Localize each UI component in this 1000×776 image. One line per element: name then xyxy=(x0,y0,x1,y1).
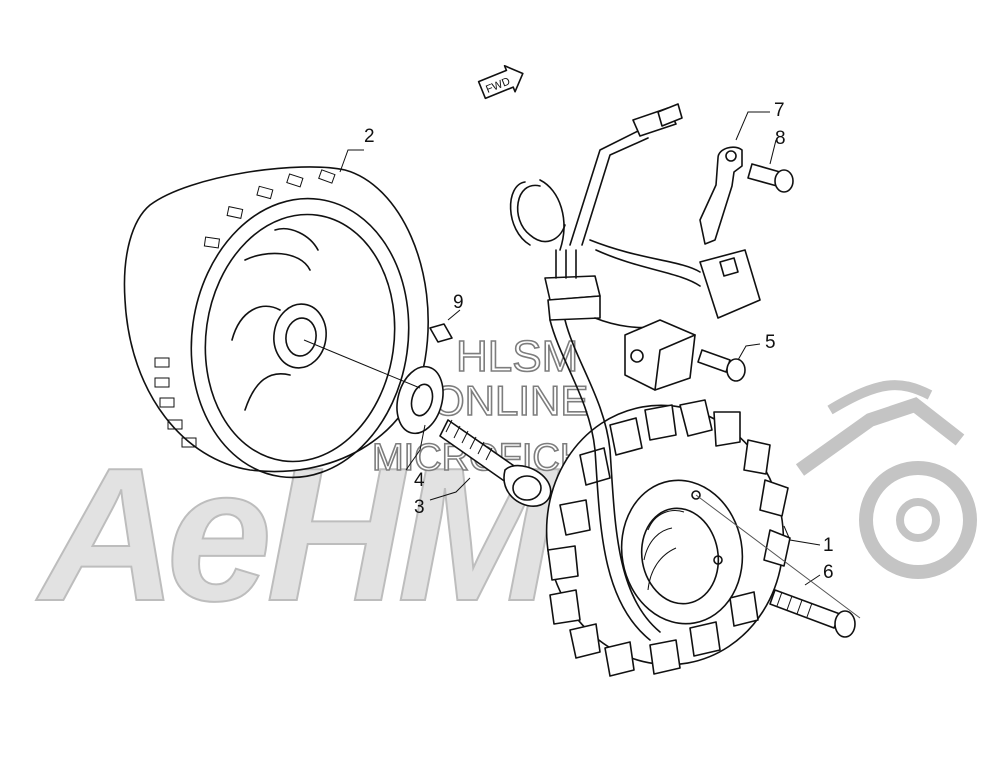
clamp-part xyxy=(699,146,743,245)
watermark-line-2: ONLINE xyxy=(432,377,588,424)
clamp-screw-part xyxy=(747,163,794,193)
callout-1: 1 xyxy=(823,535,834,556)
fwd-arrow-icon: FWD xyxy=(477,64,524,100)
wiring-harness-part xyxy=(509,103,761,641)
callout-6: 6 xyxy=(823,562,834,583)
callout-9: 9 xyxy=(453,292,464,313)
flywheel-bolt-part xyxy=(439,419,552,507)
stator-screw-part xyxy=(769,589,856,638)
callout-8: 8 xyxy=(775,128,786,149)
leader-lines xyxy=(303,111,861,619)
watermark-line-1: HLSM xyxy=(456,332,578,381)
sensor-screw-part xyxy=(697,349,746,382)
stator-part xyxy=(545,399,791,677)
callout-5: 5 xyxy=(765,332,776,353)
callout-4: 4 xyxy=(414,470,425,491)
callout-labels: 2 9 4 3 5 7 8 1 6 xyxy=(364,100,834,583)
callout-7: 7 xyxy=(774,100,785,121)
callout-3: 3 xyxy=(414,497,425,518)
motorcycle-silhouette-icon xyxy=(795,380,977,579)
callout-2: 2 xyxy=(364,126,375,147)
pickup-sensor-part xyxy=(624,319,696,391)
woodruff-key-part xyxy=(429,323,453,343)
flywheel-part xyxy=(123,166,429,479)
